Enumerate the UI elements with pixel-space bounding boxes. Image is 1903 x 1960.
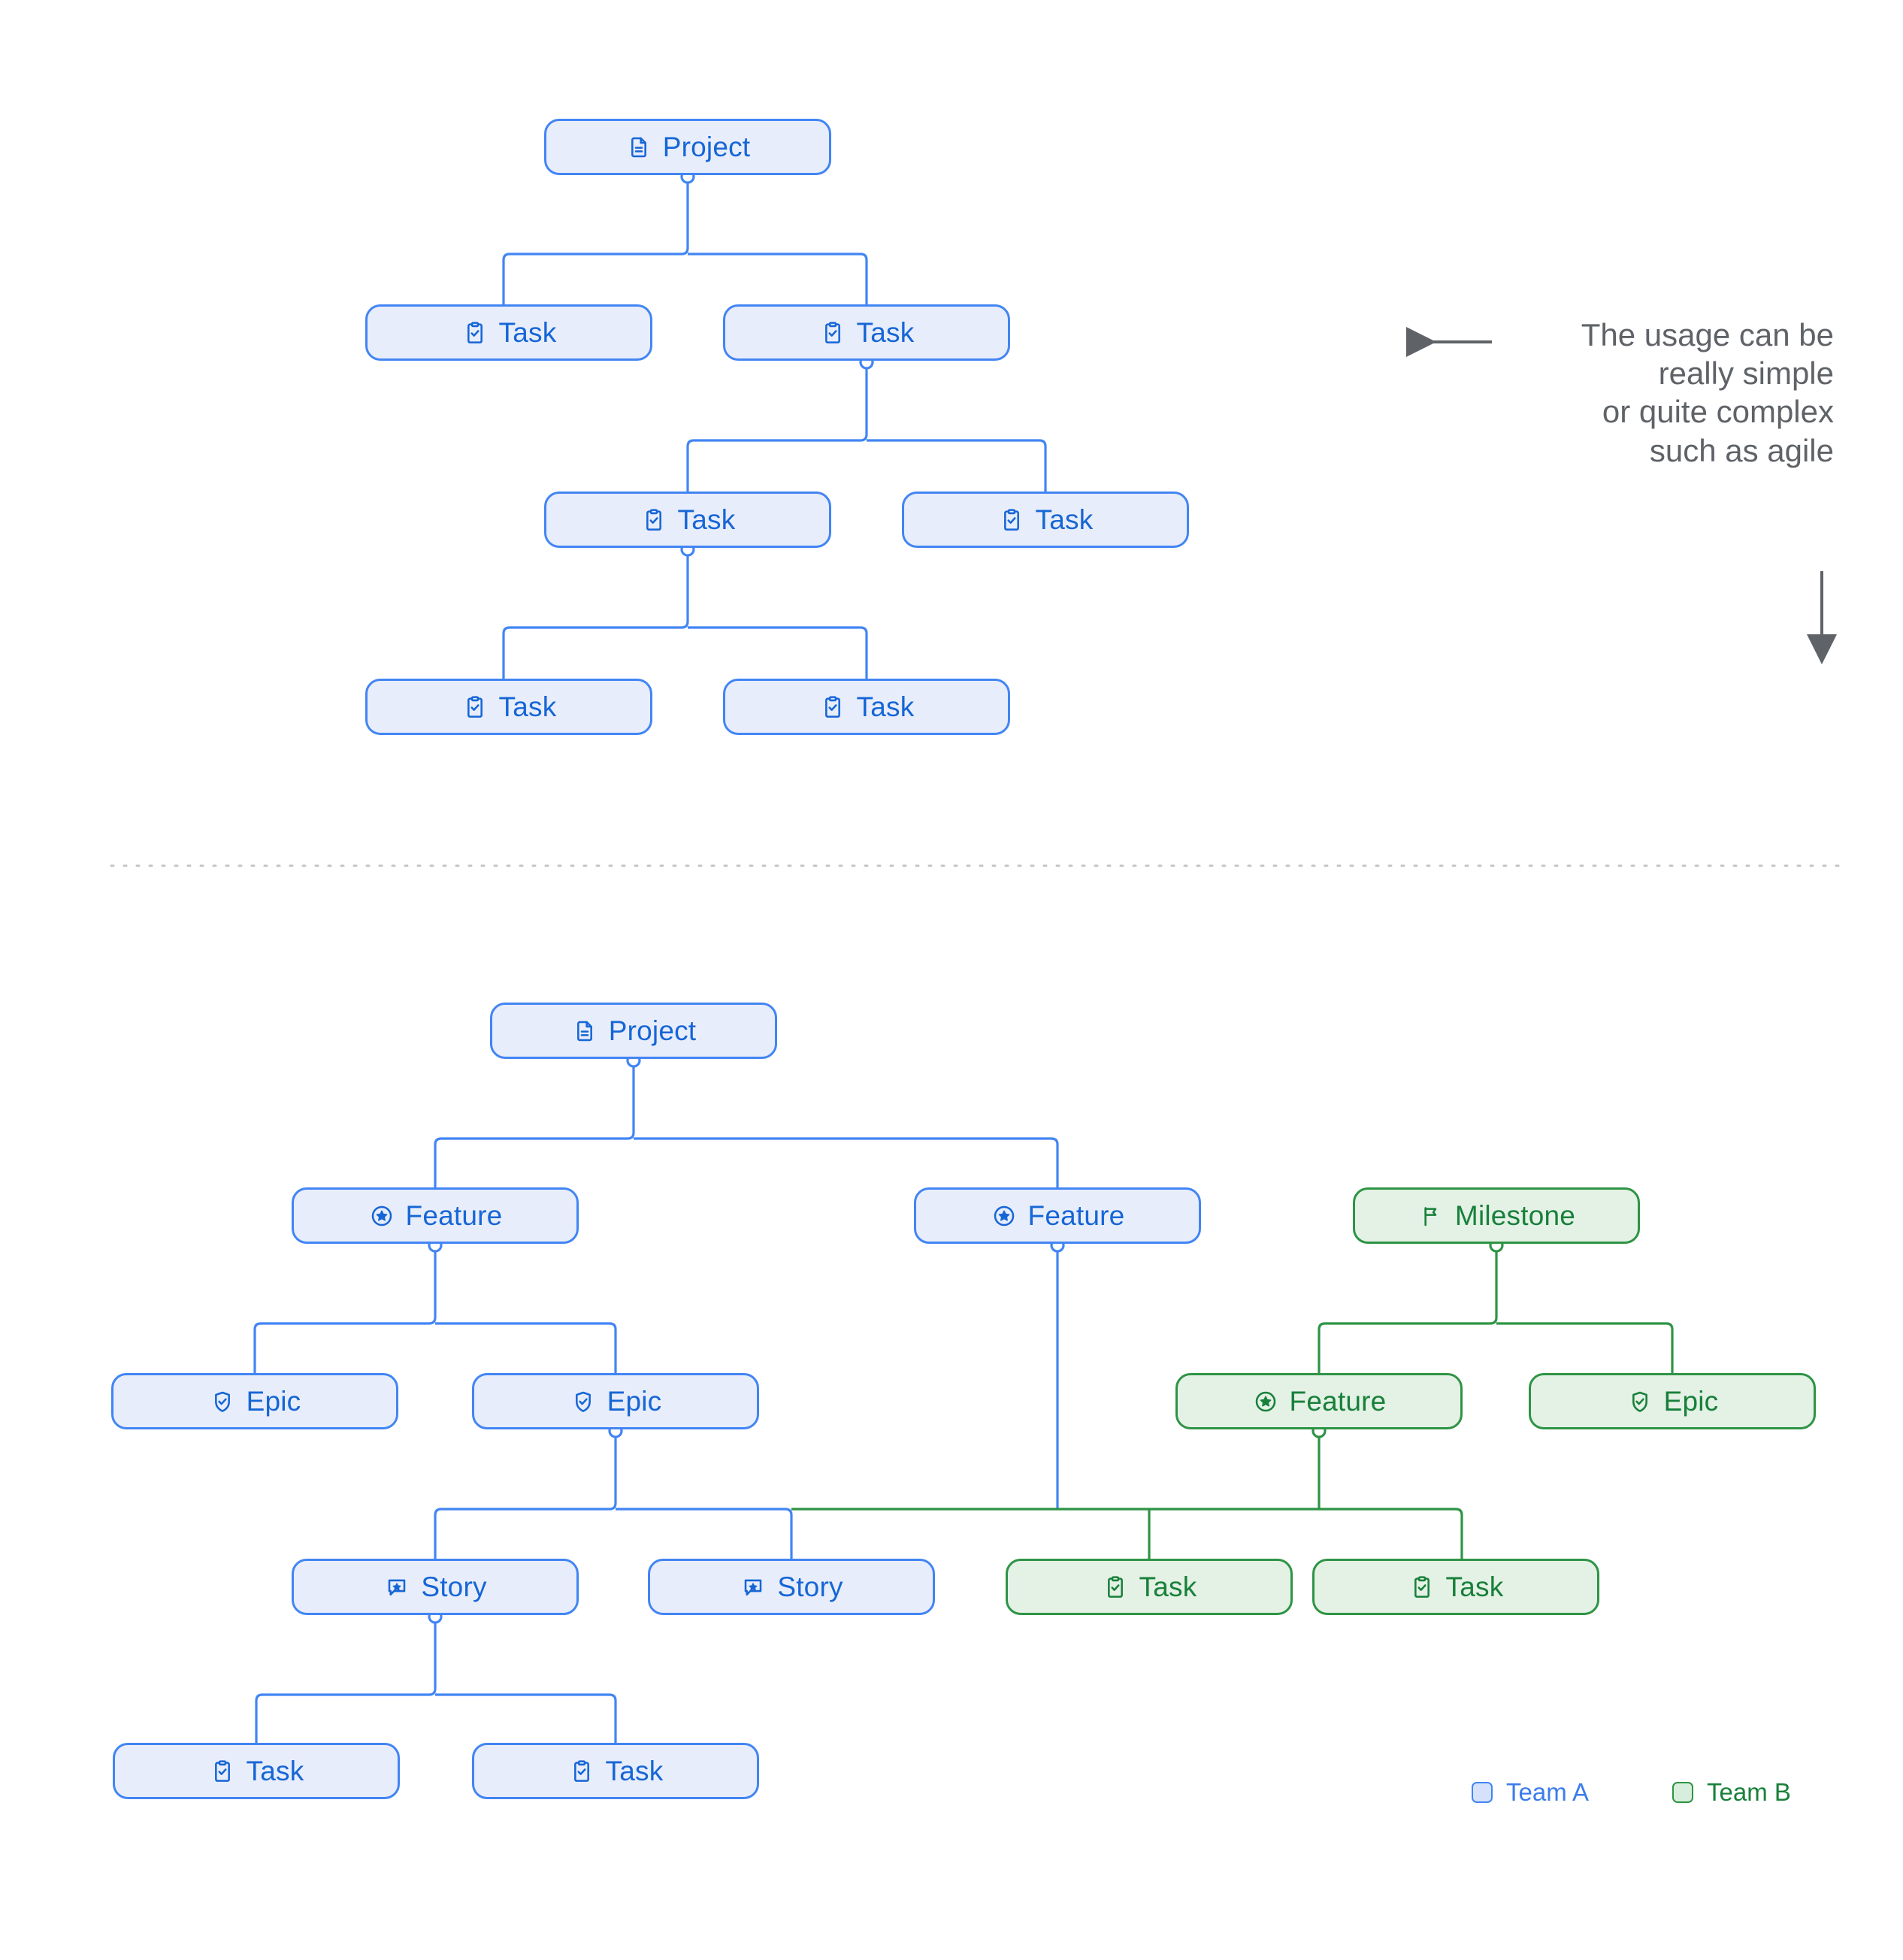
node-label: Project xyxy=(608,1015,697,1046)
legend-item-team-a[interactable]: Team A xyxy=(1472,1778,1589,1807)
node-task[interactable]: Task xyxy=(544,492,831,548)
node-task[interactable]: Task xyxy=(113,1743,400,1799)
node-epic[interactable]: Epic xyxy=(472,1373,759,1429)
node-label: Task xyxy=(246,1756,304,1786)
clipboard-check-icon xyxy=(819,319,846,346)
clipboard-check-icon xyxy=(998,507,1025,534)
node-label: Task xyxy=(1139,1571,1197,1602)
document-icon xyxy=(625,134,652,161)
node-task[interactable]: Task xyxy=(1006,1559,1293,1615)
node-feature[interactable]: Feature xyxy=(1175,1373,1463,1429)
node-label: Story xyxy=(777,1571,843,1602)
node-task[interactable]: Task xyxy=(472,1743,759,1799)
node-label: Epic xyxy=(1663,1386,1719,1417)
node-task[interactable]: Task xyxy=(1312,1559,1599,1615)
node-task[interactable]: Task xyxy=(723,304,1010,361)
document-icon xyxy=(571,1018,598,1045)
node-label: Project xyxy=(662,132,751,162)
shield-check-icon xyxy=(1626,1388,1653,1415)
node-epic[interactable]: Epic xyxy=(1529,1373,1816,1429)
node-label: Task xyxy=(856,317,915,348)
node-label: Task xyxy=(1445,1571,1504,1602)
node-feature[interactable]: Feature xyxy=(292,1187,579,1244)
node-milestone[interactable]: Milestone xyxy=(1353,1187,1640,1244)
clipboard-check-icon xyxy=(461,319,489,346)
node-label: Task xyxy=(498,317,557,348)
node-label: Feature xyxy=(1289,1386,1387,1417)
node-label: Epic xyxy=(246,1386,301,1417)
clipboard-check-icon xyxy=(1408,1574,1436,1601)
legend-label: Team B xyxy=(1707,1778,1791,1806)
node-label: Task xyxy=(856,691,915,722)
node-project[interactable]: Project xyxy=(544,119,831,175)
clipboard-check-icon xyxy=(819,694,846,721)
star-circle-icon xyxy=(1252,1388,1279,1415)
node-label: Task xyxy=(1035,504,1094,535)
story-bubble-icon xyxy=(383,1574,410,1601)
node-task[interactable]: Task xyxy=(723,679,1010,735)
node-label: Task xyxy=(605,1756,664,1786)
node-story[interactable]: Story xyxy=(648,1559,935,1615)
node-label: Epic xyxy=(607,1386,662,1417)
legend-item-team-b[interactable]: Team B xyxy=(1672,1778,1791,1807)
node-label: Feature xyxy=(405,1200,503,1231)
node-label: Task xyxy=(498,691,557,722)
legend-swatch-icon xyxy=(1672,1782,1693,1803)
clipboard-check-icon xyxy=(640,507,667,534)
node-story[interactable]: Story xyxy=(292,1559,579,1615)
node-label: Milestone xyxy=(1454,1200,1576,1231)
clipboard-check-icon xyxy=(568,1758,595,1785)
legend-label: Team A xyxy=(1506,1778,1590,1806)
simple-tree-edges xyxy=(502,169,1047,679)
legend-swatch-icon xyxy=(1472,1782,1493,1803)
annotation-text: The usage can be really simple or quite … xyxy=(1581,317,1834,468)
star-circle-icon xyxy=(368,1202,395,1230)
node-feature[interactable]: Feature xyxy=(914,1187,1201,1244)
node-project[interactable]: Project xyxy=(490,1003,777,1059)
clipboard-check-icon xyxy=(1102,1574,1129,1601)
flag-icon xyxy=(1417,1202,1445,1230)
node-task[interactable]: Task xyxy=(365,679,652,735)
node-epic[interactable]: Epic xyxy=(111,1373,398,1429)
story-bubble-icon xyxy=(740,1574,767,1601)
clipboard-check-icon xyxy=(209,1758,236,1785)
node-label: Story xyxy=(421,1571,487,1602)
node-label: Task xyxy=(677,504,736,535)
shield-check-icon xyxy=(209,1388,236,1415)
clipboard-check-icon xyxy=(461,694,489,721)
shield-check-icon xyxy=(570,1388,597,1415)
star-circle-icon xyxy=(991,1202,1018,1230)
node-task[interactable]: Task xyxy=(365,304,652,361)
node-task[interactable]: Task xyxy=(902,492,1189,548)
node-label: Feature xyxy=(1027,1200,1125,1231)
